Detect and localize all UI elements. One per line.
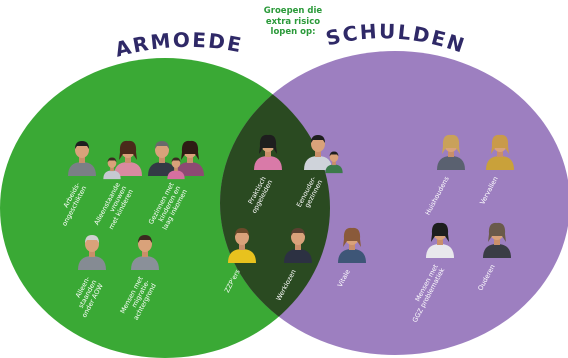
man-suit-icon [68, 141, 96, 176]
man-yellow-shirt-icon [228, 228, 256, 263]
man-beard-icon [131, 235, 159, 270]
father-with-child-icon [304, 135, 343, 174]
armoede-title: ARMOEDE [113, 28, 245, 62]
family-icon [148, 140, 204, 180]
group-alleenstaanden-aow: Alleen-staandenonder AOW [74, 235, 106, 319]
risk-groups-note: Groepen die extra risico lopen op: [263, 6, 323, 37]
woman-blonde-icon [486, 134, 514, 170]
woman-pink-shirt-icon [254, 134, 282, 170]
older-man-glasses-icon [78, 235, 106, 270]
mother-with-child-icon [103, 140, 142, 180]
older-woman-icon [483, 222, 511, 258]
woman-curly-hair-icon [437, 134, 465, 170]
woman-striped-shirt-icon [426, 222, 454, 258]
woman-blazer-icon [338, 227, 366, 263]
man-dark-suit-icon [284, 228, 312, 263]
